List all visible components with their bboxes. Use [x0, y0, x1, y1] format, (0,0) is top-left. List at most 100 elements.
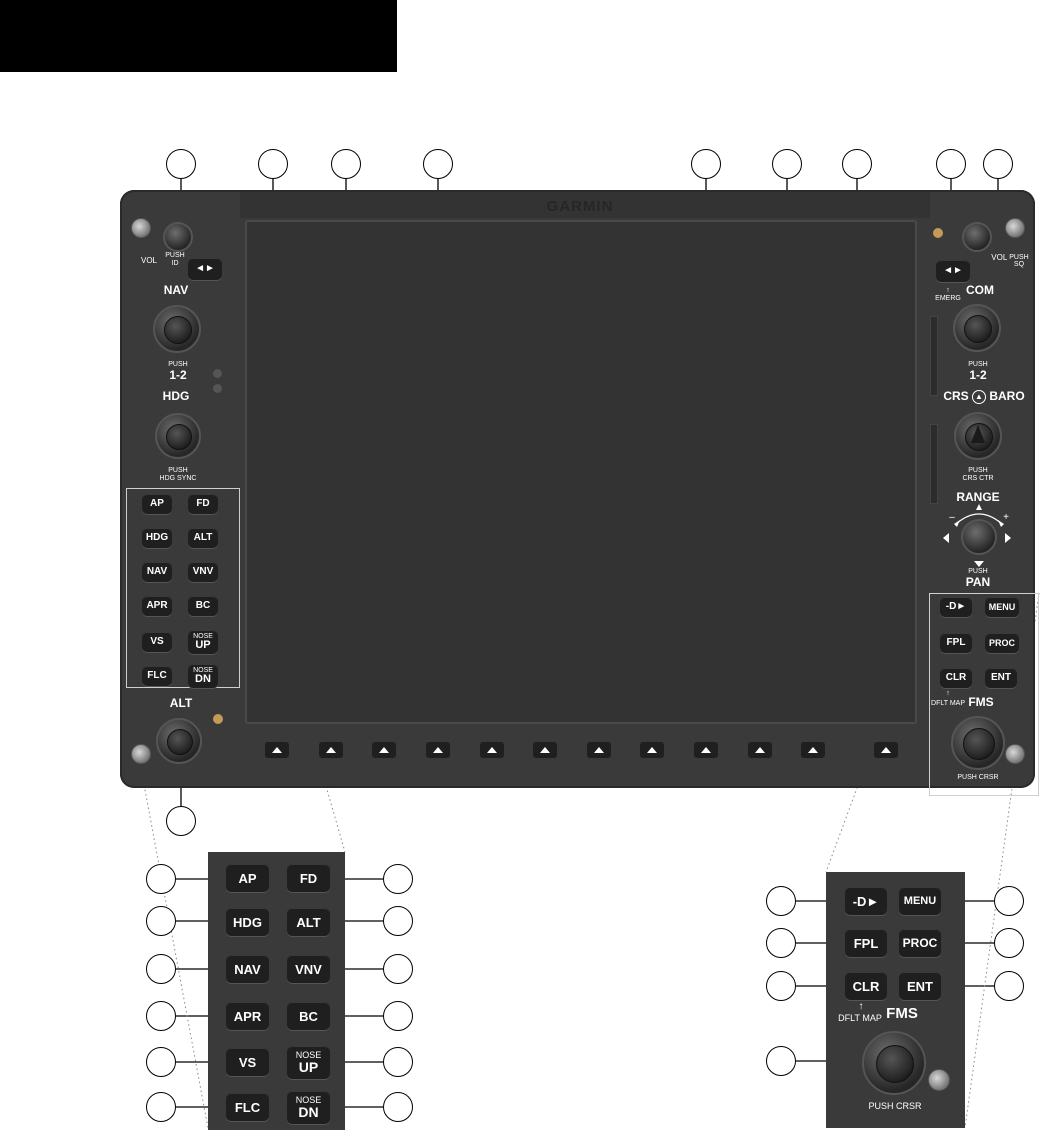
zoom-fpl-key[interactable]: FPL: [845, 929, 887, 957]
vs-key[interactable]: VS: [142, 632, 172, 652]
hdg-push-sync-label: PUSH HDG SYNC: [159, 467, 197, 482]
menu-key[interactable]: MENU: [985, 597, 1019, 617]
alt-knob[interactable]: [156, 718, 202, 764]
fms-knob[interactable]: [951, 716, 1005, 770]
hdg-knob[interactable]: [155, 413, 201, 459]
nav-key[interactable]: NAV: [142, 562, 172, 582]
hdg-key[interactable]: HDG: [142, 528, 172, 548]
zoom-ent-key[interactable]: ENT: [899, 972, 941, 1000]
com-vol-push-sq-label: VOL PUSH SQ: [991, 253, 1029, 269]
screw-top-left: [131, 218, 151, 238]
clr-key[interactable]: CLR: [940, 668, 972, 688]
fms-key-group-frame: [929, 593, 1039, 796]
zoom-fd-key[interactable]: FD: [287, 864, 330, 892]
com-frequency-transfer-key[interactable]: ◄►: [936, 260, 970, 282]
callout-proc-key: [994, 928, 1024, 958]
zoom-vnv-key[interactable]: VNV: [287, 955, 330, 983]
callout-alt-key: [383, 906, 413, 936]
proc-key[interactable]: PROC: [985, 633, 1019, 653]
nav-push-12-label: PUSH 1-2: [168, 361, 188, 382]
nose-dn-key[interactable]: NOSE DN: [188, 664, 218, 688]
softkey-5[interactable]: [480, 742, 504, 758]
callout-fms-knob: [766, 1046, 796, 1076]
range-plus-label: +: [1003, 512, 1009, 523]
softkey-arrow-icon: [808, 747, 818, 753]
zoom-flc-key[interactable]: FLC: [226, 1093, 269, 1121]
push-crsr-label: PUSH CRSR: [957, 774, 999, 781]
apr-key[interactable]: APR: [142, 596, 172, 616]
softkey-12[interactable]: [874, 742, 898, 758]
zoom-apr-key[interactable]: APR: [226, 1002, 269, 1030]
zoom-menu-key[interactable]: MENU: [899, 887, 941, 915]
softkey-9[interactable]: [694, 742, 718, 758]
zoom-ap-key[interactable]: AP: [226, 864, 269, 892]
zoom-nose-dn-key[interactable]: NOSE DN: [287, 1091, 330, 1124]
callout-flc-key: [146, 1092, 176, 1122]
nose-up-key[interactable]: NOSE UP: [188, 630, 218, 654]
softkey-1[interactable]: [265, 742, 289, 758]
screw-top-right: [1005, 218, 1025, 238]
up-arrow-icon: ↑: [946, 287, 950, 294]
baro-knob-icon: ▲: [972, 389, 986, 404]
softkey-2[interactable]: [319, 742, 343, 758]
softkey-8[interactable]: [640, 742, 664, 758]
softkey-3[interactable]: [372, 742, 396, 758]
nav-frequency-transfer-key[interactable]: ◄►: [188, 258, 222, 280]
alt-key[interactable]: ALT: [188, 528, 218, 548]
fpl-key[interactable]: FPL: [940, 633, 972, 653]
flc-key[interactable]: FLC: [142, 666, 172, 686]
softkey-arrow-icon: [540, 747, 550, 753]
softkey-7[interactable]: [587, 742, 611, 758]
bc-key[interactable]: BC: [188, 596, 218, 616]
zoom-alt-key[interactable]: ALT: [287, 908, 330, 936]
crs-baro-knob[interactable]: [954, 412, 1002, 460]
softkey-4[interactable]: [426, 742, 450, 758]
zoom-fms-knob[interactable]: [862, 1031, 926, 1095]
nav-label: NAV: [163, 283, 189, 297]
callout-apr-key: [146, 1001, 176, 1031]
callout-vol-id: [166, 149, 196, 179]
zoom-hdg-key[interactable]: HDG: [226, 908, 269, 936]
zoom-screw: [928, 1069, 950, 1091]
softkey-arrow-icon: [701, 747, 711, 753]
zoom-proc-key[interactable]: PROC: [899, 929, 941, 957]
push-pan-label: PUSH PAN: [965, 568, 991, 589]
callout-menu-key: [994, 886, 1024, 916]
com-volume-knob[interactable]: [962, 222, 992, 252]
callout-fpl-key: [766, 928, 796, 958]
nav-vol-label: VOL: [140, 256, 157, 265]
softkey-10[interactable]: [748, 742, 772, 758]
autopilot-key-group-frame: [126, 488, 240, 688]
brand-logo: GARMIN: [546, 198, 614, 215]
ap-key[interactable]: AP: [142, 494, 172, 514]
fd-key[interactable]: FD: [188, 494, 218, 514]
annunciator-led-left: [213, 714, 223, 724]
nav-volume-knob[interactable]: [163, 222, 193, 252]
softkey-6[interactable]: [533, 742, 557, 758]
callout-com-transfer: [936, 149, 966, 179]
bezel-top-strip: [240, 192, 930, 218]
callout-nav-knob: [331, 149, 361, 179]
zoom-nose-up-key[interactable]: NOSE UP: [287, 1046, 330, 1079]
nav-vol-push-label: PUSH ID: [165, 252, 185, 267]
zoom-bc-key[interactable]: BC: [287, 1002, 330, 1030]
direct-to-key[interactable]: -D►: [940, 597, 972, 617]
softkey-11[interactable]: [801, 742, 825, 758]
zoom-clr-key[interactable]: CLR: [845, 972, 887, 1000]
zoom-nav-key[interactable]: NAV: [226, 955, 269, 983]
callout-hdg-knob: [423, 149, 453, 179]
callout-bc-key: [383, 1001, 413, 1031]
indicator-dot-1: [213, 369, 222, 378]
zoom-vs-key[interactable]: VS: [226, 1048, 269, 1076]
com-knob[interactable]: [953, 304, 1001, 352]
ent-key[interactable]: ENT: [985, 668, 1017, 688]
callout-hdg-key: [146, 906, 176, 936]
vnv-key[interactable]: VNV: [188, 562, 218, 582]
zoom-direct-to-key[interactable]: -D►: [845, 887, 887, 915]
pan-down-arrow-icon: [974, 561, 984, 567]
zoom-push-crsr-label: PUSH CRSR: [868, 1101, 922, 1111]
softkey-arrow-icon: [487, 747, 497, 753]
dflt-map-label: DFLT MAP: [931, 700, 965, 707]
range-joystick-knob[interactable]: [961, 519, 997, 555]
nav-knob[interactable]: [153, 305, 201, 353]
